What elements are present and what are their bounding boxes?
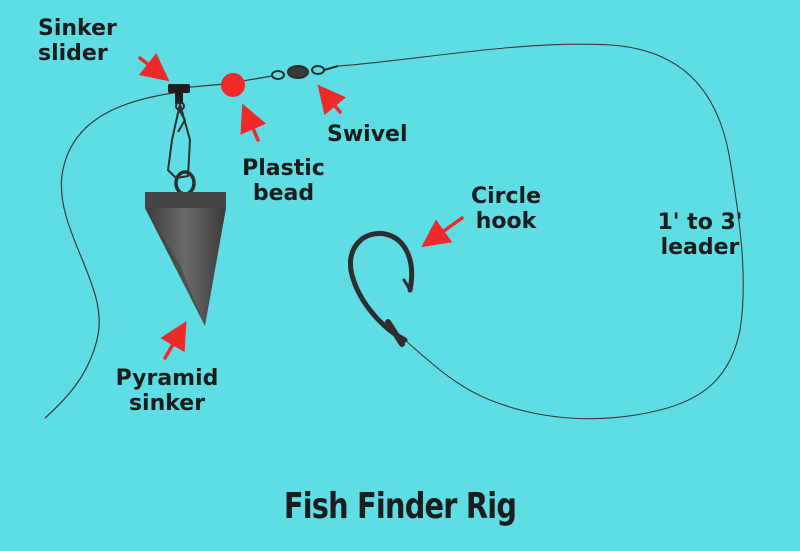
arrow-sinker-slider: [138, 52, 170, 82]
label-swivel: Swivel: [327, 122, 408, 147]
label-plastic-bead: Plastic bead: [242, 156, 325, 207]
sinker-snap: [166, 101, 192, 180]
arrow-swivel: [317, 84, 347, 116]
arrows: [138, 52, 464, 360]
leader-line: [337, 43, 744, 420]
label-leader: 1' to 3' leader: [657, 210, 743, 261]
diagram-title: Fish Finder Rig: [283, 486, 517, 527]
label-sinker-slider: Sinker slider: [38, 16, 117, 67]
arrow-circle-hook: [421, 216, 464, 248]
arrow-pyramid-sinker: [160, 320, 187, 360]
pyramid-sinker: [145, 170, 226, 326]
label-pyramid-sinker: Pyramid sinker: [115, 366, 219, 417]
main-line: [44, 91, 181, 419]
swivel: [271, 65, 339, 80]
circle-hook: [348, 231, 415, 347]
plastic-bead: [221, 73, 245, 97]
sinker-slider: [168, 84, 190, 104]
arrow-plastic-bead: [240, 103, 267, 142]
label-circle-hook: Circle hook: [470, 184, 542, 235]
